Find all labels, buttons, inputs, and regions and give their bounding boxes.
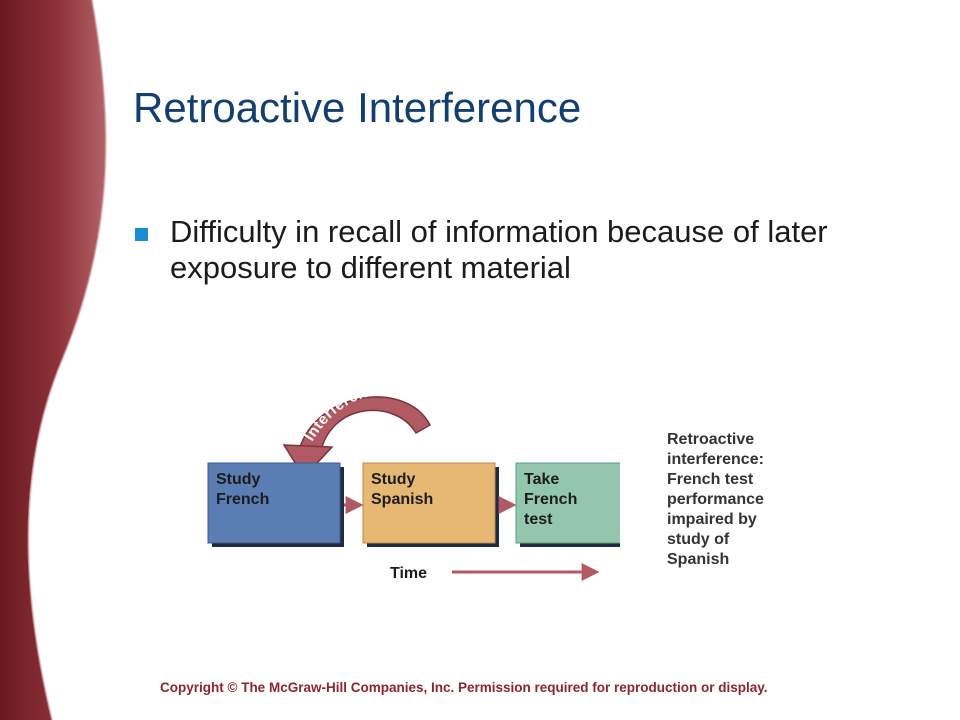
box-line: Study <box>216 471 261 488</box>
svg-text:Take French test: Take French test <box>524 471 582 528</box>
caption-line: performance <box>667 491 764 508</box>
caption-line: impaired by <box>667 511 757 528</box>
caption-line: French test <box>667 471 754 488</box>
square-bullet-icon <box>135 228 148 241</box>
caption-line: Spanish <box>667 551 730 568</box>
box-line: French <box>524 491 577 508</box>
box-line: Spanish <box>371 491 433 508</box>
box-line: test <box>524 511 553 528</box>
caption-line: interference: <box>667 451 764 468</box>
study-spanish-box: Study Spanish <box>362 462 499 547</box>
slide-title: Retroactive Interference <box>133 84 582 131</box>
take-french-test-box: Take French test <box>515 462 620 547</box>
study-french-box: Study French <box>207 462 344 547</box>
caption-line: Retroactive <box>667 431 755 448</box>
caption-line: study of <box>667 531 730 548</box>
retroactive-interference-diagram: Interference Study French Study Spanish … <box>207 385 620 582</box>
bullet-text: Difficulty in recall of information beca… <box>170 214 828 285</box>
box-line: French <box>216 491 269 508</box>
diagram-caption: Retroactive interference: French test pe… <box>667 430 764 570</box>
bullet-item: Difficulty in recall of information beca… <box>135 214 855 286</box>
box-line: Take <box>524 471 559 488</box>
box-line: Study <box>371 471 416 488</box>
time-label: Time <box>390 565 427 582</box>
copyright-footer: Copyright © The McGraw-Hill Companies, I… <box>160 680 768 695</box>
curved-arrow-head-icon <box>282 444 334 479</box>
decorative-left-band <box>0 0 107 720</box>
svg-text:Study French: Study French <box>216 471 269 508</box>
svg-text:Study Spanish: Study Spanish <box>371 471 433 508</box>
